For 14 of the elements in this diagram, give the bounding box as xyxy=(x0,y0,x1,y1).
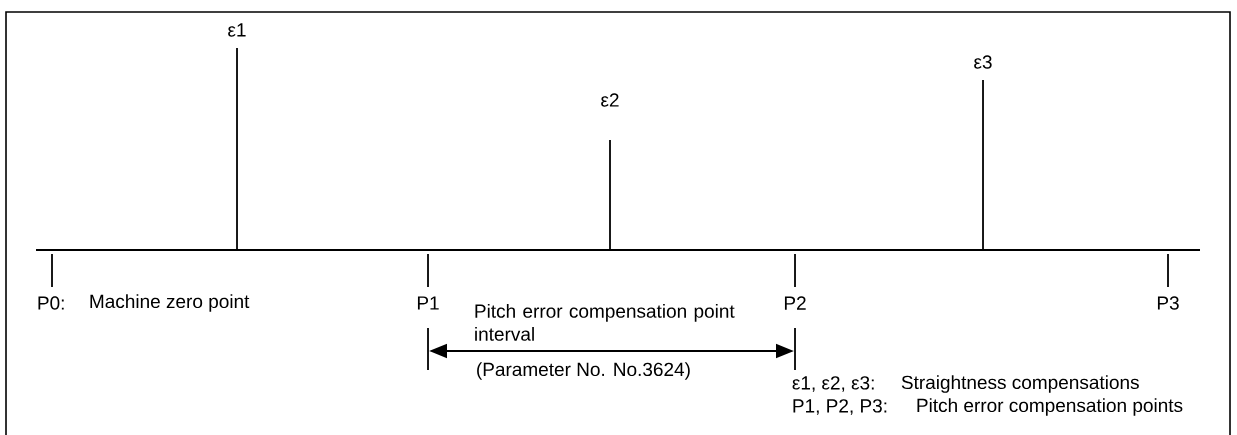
note-text: Straightness compensations xyxy=(901,375,1139,393)
point-label: P1 xyxy=(417,296,439,310)
note-key: ε1, ε2, ε3: xyxy=(792,376,874,392)
interval-text: Pitch error compensation point interval xyxy=(475,303,735,341)
point-label: P0: xyxy=(38,296,64,310)
note-key: P1, P2, P3: xyxy=(793,399,887,415)
value-label: ε2 xyxy=(601,93,619,107)
point-label: P3 xyxy=(1157,296,1179,310)
value-label: ε3 xyxy=(974,55,992,69)
value-label: ε1 xyxy=(228,23,246,37)
note-text: Pitch error compensation points xyxy=(917,398,1183,416)
legend-text: Machine zero point xyxy=(90,294,250,312)
point-label: P2 xyxy=(784,296,806,310)
parameter-text: (Parameter No. No.3624) xyxy=(477,362,690,380)
